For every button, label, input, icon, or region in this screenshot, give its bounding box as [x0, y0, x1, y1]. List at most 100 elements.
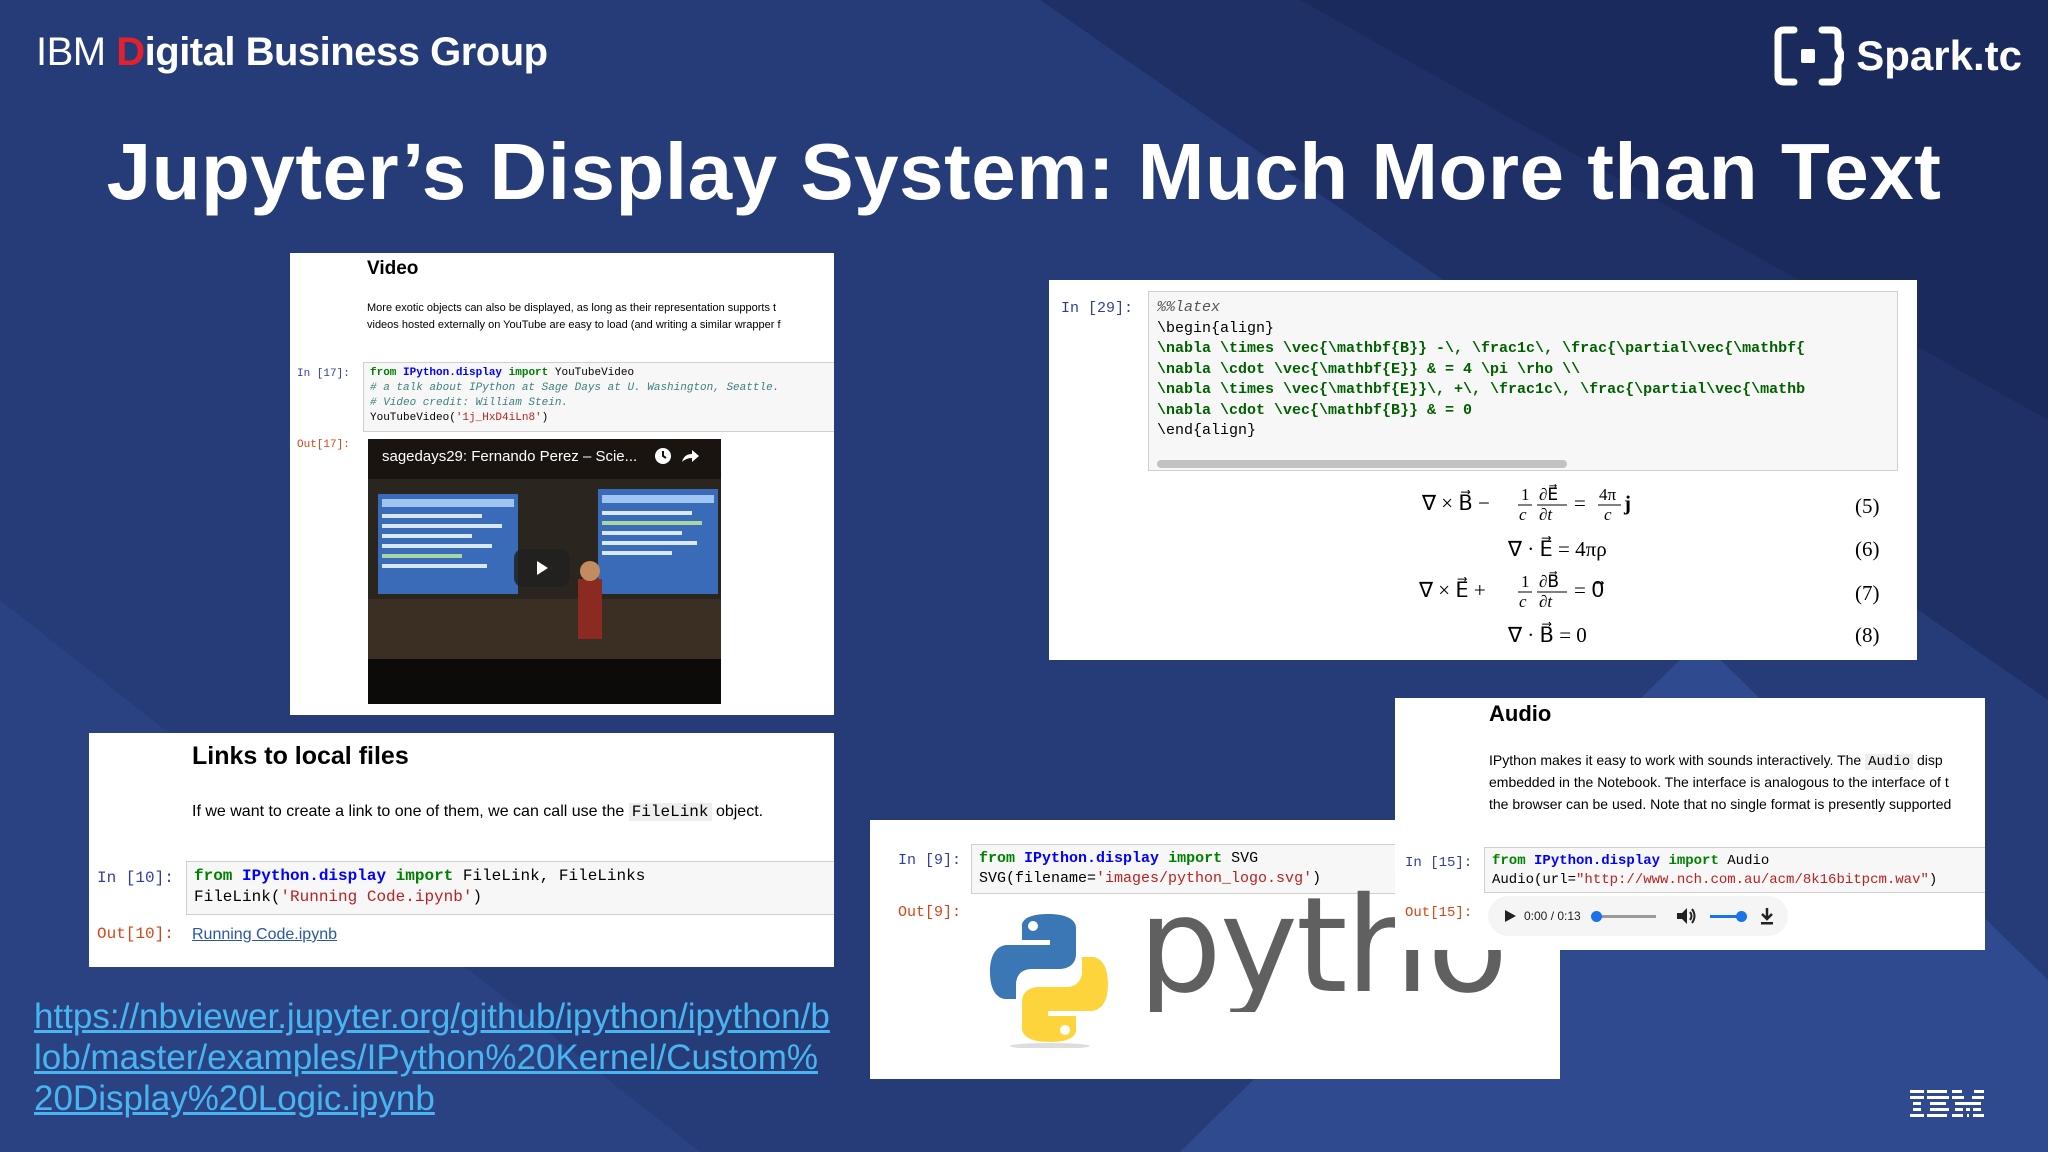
- eq-number-8: (8): [1855, 623, 1880, 647]
- latex-code-cell[interactable]: %%latex \begin{align} \nabla \times \vec…: [1148, 291, 1898, 471]
- audio-code-line-1: from IPython.display import Audio: [1492, 853, 1770, 869]
- audio-player[interactable]: 0:00 / 0:13: [1488, 896, 1788, 936]
- svg-text:∂t: ∂t: [1539, 592, 1553, 607]
- spark-logo: Spark.tc: [1772, 24, 2022, 88]
- video-heading: Video: [367, 258, 419, 279]
- eq-number-6: (6): [1855, 537, 1880, 561]
- video-code-cell[interactable]: from IPython.display import YouTubeVideo…: [363, 362, 834, 432]
- volume-icon[interactable]: [1675, 906, 1697, 926]
- spark-icon: [1774, 26, 1845, 86]
- latex-line-6: \nabla \cdot \vec{\mathbf{B}} & = 0: [1157, 401, 1473, 419]
- video-code-line-4: YouTubeVideo('1j_HxD4iLn8'): [370, 412, 549, 424]
- links-description: If we want to create a link to one of th…: [192, 803, 764, 821]
- links-code-cell[interactable]: from IPython.display import FileLink, Fi…: [186, 861, 834, 915]
- volume-slider[interactable]: [1710, 911, 1747, 922]
- svg-text:c: c: [1519, 592, 1527, 607]
- video-panel: Video More exotic objects can also be di…: [290, 253, 834, 715]
- svg-out-prompt: Out[9]:: [898, 904, 962, 921]
- video-out-prompt: Out[17]:: [297, 439, 350, 451]
- audio-description-3: the browser can be used. Note that no si…: [1489, 796, 1952, 812]
- eq-number-5: (5): [1855, 494, 1880, 518]
- brand-digital: Digital: [116, 30, 235, 74]
- equation-6: ∇ · E⃗ = 4πρ: [1508, 537, 1607, 561]
- running-code-link[interactable]: Running Code.ipynb: [192, 926, 337, 943]
- ibm-logo: [1910, 1090, 1984, 1117]
- equation-7: ∇ × E⃗ + 1 c ∂B⃗ ∂t = 0⃗: [1418, 571, 1604, 607]
- links-out-prompt: Out[10]:: [97, 925, 174, 943]
- svg-text:∇ × B⃗ −: ∇ × B⃗ −: [1421, 490, 1490, 515]
- video-player[interactable]: sagedays29: Fernando Perez – Scie...: [368, 439, 721, 704]
- svg-text:∂E⃗: ∂E⃗: [1539, 484, 1558, 504]
- download-icon[interactable]: [1758, 906, 1776, 926]
- audio-time: 0:00 / 0:13: [1524, 909, 1581, 923]
- latex-line-3: \nabla \times \vec{\mathbf{B}} -\, \frac…: [1157, 340, 1806, 357]
- latex-line-1: %%latex: [1157, 299, 1221, 316]
- video-code-line-1: from IPython.display import YouTubeVideo: [370, 367, 635, 379]
- svg-text:=: =: [1574, 491, 1586, 515]
- clock-icon[interactable]: [654, 447, 672, 465]
- python-logo-icon: [990, 914, 1108, 1048]
- svg-code-line-1: from IPython.display import SVG: [979, 850, 1259, 867]
- audio-play-icon[interactable]: [1502, 908, 1518, 924]
- audio-progress-knob[interactable]: [1591, 911, 1602, 922]
- video-thumbnail: [368, 439, 721, 704]
- share-icon[interactable]: [680, 447, 700, 465]
- audio-description-2: embedded in the Notebook. The interface …: [1489, 774, 1949, 790]
- links-in-prompt: In [10]:: [97, 869, 174, 887]
- notebook-url-link[interactable]: https://nbviewer.jupyter.org/github/ipyt…: [34, 997, 830, 1118]
- audio-in-prompt: In [15]:: [1405, 855, 1473, 871]
- links-code-line-1: from IPython.display import FileLink, Fi…: [194, 867, 646, 885]
- volume-knob[interactable]: [1736, 911, 1747, 922]
- video-code-line-2: # a talk about IPython at Sage Days at U…: [370, 382, 780, 394]
- svg-text:4π: 4π: [1599, 485, 1617, 504]
- equation-5: ∇ × B⃗ − 1 c ∂E⃗ ∂t = 4π c j⃗: [1421, 484, 1647, 520]
- equation-8: ∇ · B⃗ = 0: [1508, 623, 1587, 647]
- latex-panel: In [29]: %%latex \begin{align} \nabla \t…: [1049, 280, 1917, 660]
- svg-in-prompt: In [9]:: [898, 852, 962, 869]
- svg-code-cell[interactable]: from IPython.display import SVG SVG(file…: [971, 844, 1471, 894]
- brand-digital-rest: igital: [144, 30, 236, 74]
- svg-text:1: 1: [1521, 572, 1530, 591]
- video-title: sagedays29: Fernando Perez – Scie...: [382, 448, 638, 465]
- brand-logo: IBM Digital Business Group: [36, 30, 548, 75]
- audio-description-1: IPython makes it easy to work with sound…: [1489, 752, 1943, 770]
- video-in-prompt: In [17]:: [297, 368, 350, 380]
- audio-progress-bar[interactable]: [1591, 911, 1656, 922]
- svg-text:c: c: [1604, 505, 1612, 520]
- svg-code-line-2: SVG(filename='images/python_logo.svg'): [979, 870, 1322, 887]
- audio-heading: Audio: [1489, 701, 1552, 726]
- svg-text:j⃗: j⃗: [1623, 491, 1647, 515]
- audio-code-cell[interactable]: from IPython.display import Audio Audio(…: [1484, 847, 1985, 893]
- spark-label: Spark.tc: [1856, 32, 2022, 79]
- svg-text:= 0⃗: = 0⃗: [1574, 578, 1604, 602]
- latex-line-2: \begin{align}: [1157, 319, 1275, 337]
- brand-ibm: IBM: [36, 30, 106, 74]
- latex-in-prompt: In [29]:: [1061, 300, 1134, 317]
- brand-digital-d: D: [116, 30, 145, 74]
- filelink-code: FileLink: [628, 803, 712, 821]
- svg-text:∇ × E⃗ +: ∇ × E⃗ +: [1418, 577, 1486, 602]
- eq-number-7: (7): [1855, 581, 1880, 605]
- svg-text:1: 1: [1521, 485, 1530, 504]
- svg-text:∂B⃗: ∂B⃗: [1539, 571, 1559, 591]
- latex-scrollbar[interactable]: [1157, 460, 1567, 468]
- latex-line-7: \end{align}: [1157, 422, 1257, 439]
- video-description-2: videos hosted externally on YouTube are …: [367, 319, 781, 331]
- video-description-1: More exotic objects can also be displaye…: [367, 302, 777, 314]
- video-code-line-3: # Video credit: William Stein.: [370, 397, 569, 409]
- links-heading: Links to local files: [192, 742, 409, 770]
- brand-group: Business Group: [245, 30, 548, 74]
- slide-title: Jupyter’s Display System: Much More than…: [106, 127, 1942, 216]
- svg-text:∂t: ∂t: [1539, 505, 1553, 520]
- play-icon: [537, 561, 548, 575]
- links-code-line-2: FileLink('Running Code.ipynb'): [194, 888, 483, 906]
- latex-line-5: \nabla \times \vec{\mathbf{E}}\, +\, \fr…: [1157, 381, 1806, 398]
- svg-text:c: c: [1519, 505, 1527, 520]
- links-panel: Links to local files If we want to creat…: [89, 733, 834, 967]
- audio-out-prompt: Out[15]:: [1405, 905, 1473, 921]
- audio-code-line-2: Audio(url="http://www.nch.com.au/acm/8k1…: [1492, 872, 1938, 888]
- audio-code-tag: Audio: [1865, 754, 1914, 770]
- latex-line-4: \nabla \cdot \vec{\mathbf{E}} & = 4 \pi …: [1157, 360, 1581, 378]
- audio-panel: Audio IPython makes it easy to work with…: [1395, 698, 1985, 950]
- play-button[interactable]: [514, 549, 570, 587]
